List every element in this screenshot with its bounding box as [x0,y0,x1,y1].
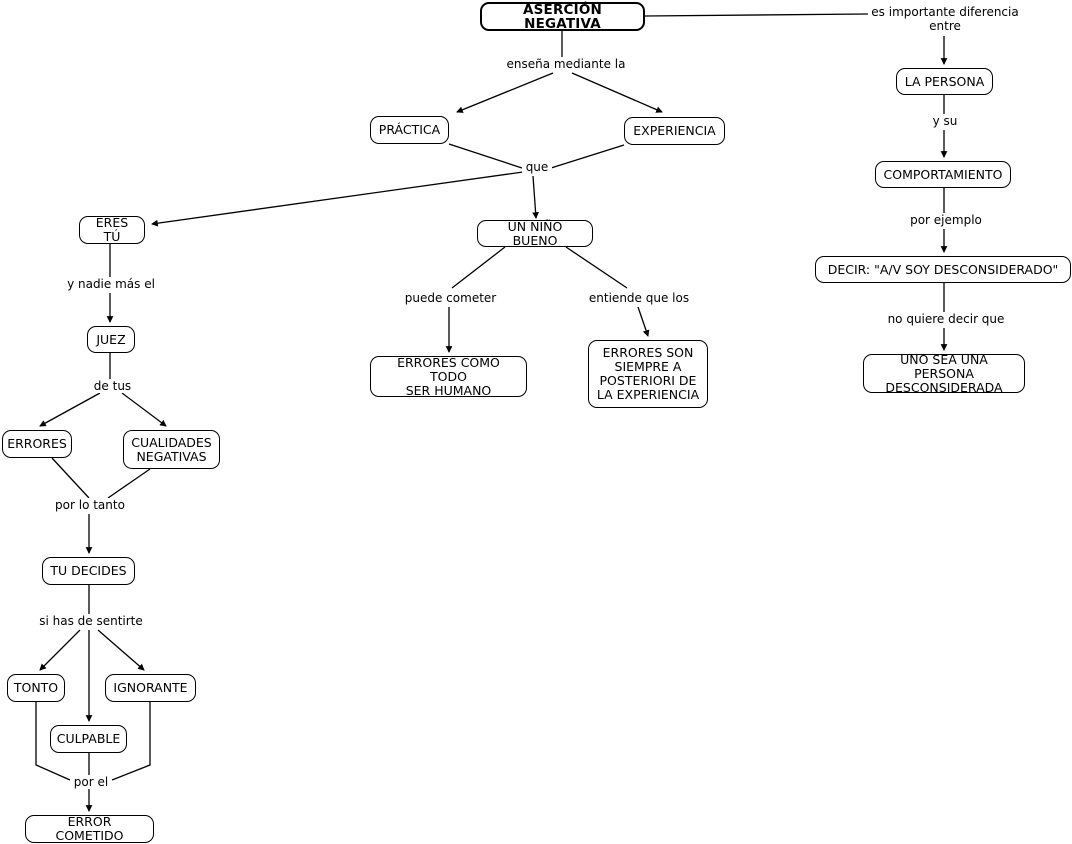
node-decir-av-soy-desconsiderado[interactable]: DECIR: "A/V SOY DESCONSIDERADO" [815,256,1071,283]
edge-si-has-to-tonto [39,629,81,671]
node-label: COMPORTAMIENTO [883,166,1003,182]
node-errores-como-todo-ser-humano[interactable]: ERRORES COMO TODO SER HUMANO [370,354,527,398]
edge-ensena-to-practica [456,72,554,113]
node-label: ASERCIÓN NEGATIVA [522,1,603,32]
node-label: ERES TÚ [95,215,129,244]
node-label: JUEZ [96,331,126,347]
node-errores-son-siempre-a-posteriori[interactable]: ERRORES SON SIEMPRE A POSTERIORI DE LA E… [588,340,708,408]
edge-si-has-to-ignorante [97,629,145,671]
link-label-por-ejemplo: por ejemplo [906,213,986,227]
node-tonto[interactable]: TONTO [7,674,65,702]
link-label-es-importante-diferencia-entre: es importante diferencia entre [868,5,1022,33]
node-label: CULPABLE [56,731,121,746]
edge-experiencia-to-que [550,144,625,169]
node-uno-sea-una-persona-desconsiderada[interactable]: UNO SEA UNA PERSONA DESCONSIDERADA [863,351,1025,395]
node-comportamiento[interactable]: COMPORTAMIENTO [875,161,1011,188]
node-juez[interactable]: JUEZ [87,326,135,353]
node-ignorante[interactable]: IGNORANTE [105,674,196,702]
edge-de-tus-to-errores [39,392,101,427]
node-tu-decides[interactable]: TU DECIDES [42,557,135,585]
node-label: PRÁCTICA [378,122,441,137]
link-label-de-tus: de tus [90,379,135,393]
link-label-que: que [522,160,552,174]
edge-practica-to-que [448,143,523,169]
link-label-no-quiere-decir-que: no quiere decir que [884,312,1008,326]
node-eres-tu[interactable]: ERES TÚ [79,216,145,244]
node-la-persona[interactable]: LA PERSONA [896,68,993,95]
node-label: EXPERIENCIA [633,123,716,138]
edge-que-to-eres-tu [151,171,524,227]
node-culpable[interactable]: CULPABLE [50,725,127,753]
edge-errores-to-por-lo-tanto [51,457,90,499]
node-label: IGNORANTE [113,680,188,695]
edge-ensena-to-experiencia [571,72,663,113]
link-label-si-has-de-sentirte: si has de sentirte [35,614,147,628]
link-label-por-lo-tanto: por lo tanto [50,498,130,512]
link-label-entiende-que-los: entiende que los [586,291,692,305]
node-label: LA PERSONA [904,73,985,89]
edge-entiende-to-errores-son [637,306,650,337]
edge-asercion-to-es-importante [644,13,869,17]
link-label-puede-cometer: puede cometer [402,291,499,305]
edge-nino-to-entiende [565,246,628,289]
node-label: CUALIDADES NEGATIVAS [131,434,212,464]
link-label-y-su: y su [928,114,962,128]
node-cualidades-negativas[interactable]: CUALIDADES NEGATIVAS [123,430,220,469]
node-error-cometido[interactable]: ERROR COMETIDO [25,815,154,843]
node-label: ERRORES [7,436,67,451]
node-label: ERRORES COMO TODO SER HUMANO [397,354,500,398]
edge-nino-to-puede-cometer [451,246,506,289]
edge-cualidades-to-por-lo-tanto [107,468,151,499]
link-label-ensena-mediante-la: enseña mediante la [505,57,627,71]
node-label: ERROR COMETIDO [55,814,124,843]
link-label-y-nadie-mas-el: y nadie más el [62,277,160,291]
link-label-por-el: por el [70,775,112,789]
node-errores[interactable]: ERRORES [2,430,72,458]
node-practica[interactable]: PRÁCTICA [370,116,449,144]
node-asercion-negativa[interactable]: ASERCIÓN NEGATIVA [480,2,645,31]
node-label: ERRORES SON SIEMPRE A POSTERIORI DE LA E… [596,345,700,402]
node-label: UNO SEA UNA PERSONA DESCONSIDERADA [885,351,1003,395]
edge-que-to-nino-bueno [532,175,539,219]
node-label: TONTO [13,680,59,695]
node-label: TU DECIDES [50,563,127,578]
edge-de-tus-to-cualidades [121,392,167,427]
node-un-nino-bueno[interactable]: UN NIÑO BUENO [477,218,593,248]
node-label: DECIR: "A/V SOY DESCONSIDERADO" [827,261,1059,277]
node-experiencia[interactable]: EXPERIENCIA [624,117,725,145]
node-label: UN NIÑO BUENO [507,218,563,248]
